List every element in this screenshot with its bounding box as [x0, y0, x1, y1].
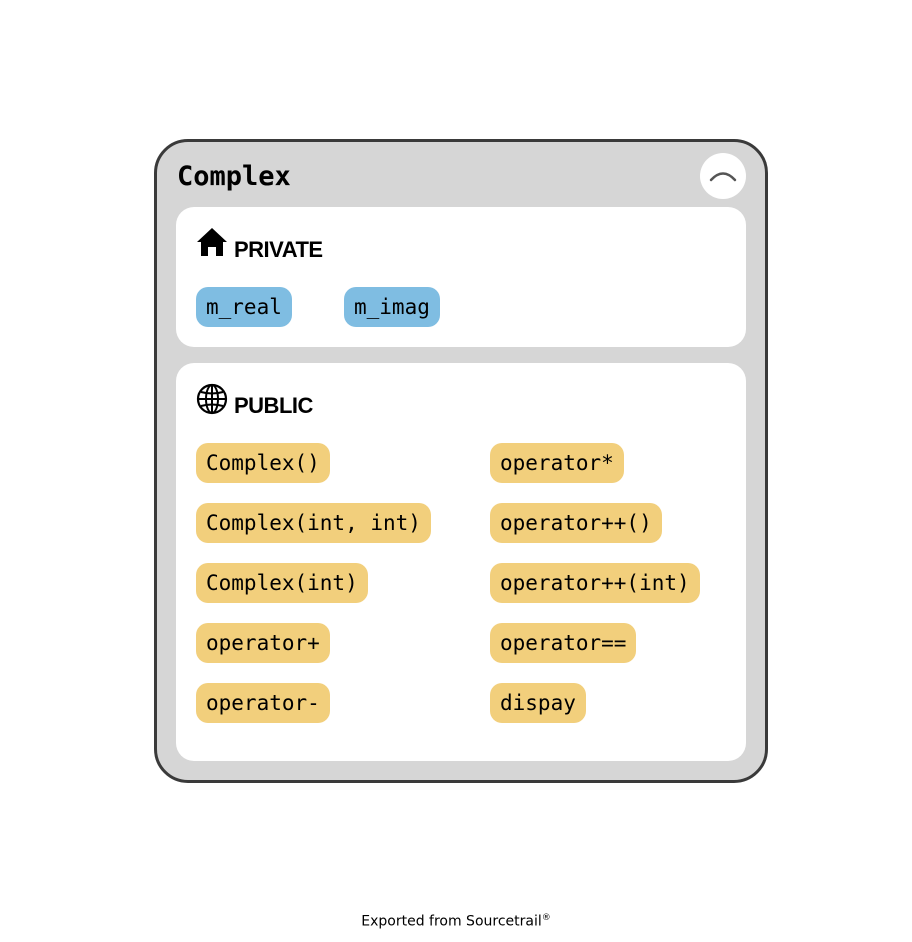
class-node-complex[interactable]: Complex PRIVATE m_real m_imag PUB	[154, 139, 768, 783]
section-label-private: PRIVATE	[234, 237, 323, 262]
method-operator-equals[interactable]: operator==	[490, 623, 637, 663]
field-m-imag[interactable]: m_imag	[344, 287, 440, 327]
method-operator-plus[interactable]: operator+	[196, 623, 330, 663]
method-operator-postfix-increment[interactable]: operator++(int)	[490, 563, 700, 603]
chevron-up-icon	[709, 172, 737, 182]
section-private: PRIVATE m_real m_imag	[176, 207, 746, 347]
method-dispay[interactable]: dispay	[490, 683, 586, 723]
method-operator-minus[interactable]: operator-	[196, 683, 330, 723]
method-complex-int[interactable]: Complex(int)	[196, 563, 368, 603]
section-label-public: PUBLIC	[234, 393, 313, 418]
footer-text: Exported from Sourcetrail	[361, 913, 542, 930]
method-operator-multiply[interactable]: operator*	[490, 443, 624, 483]
section-public: PUBLIC Complex() Complex(int, int) Compl…	[176, 363, 746, 761]
class-name: Complex	[177, 161, 291, 192]
collapse-button[interactable]	[700, 153, 746, 199]
method-complex-default[interactable]: Complex()	[196, 443, 330, 483]
method-operator-prefix-increment[interactable]: operator++()	[490, 503, 662, 543]
field-m-real[interactable]: m_real	[196, 287, 292, 327]
export-footer: Exported from Sourcetrail®	[0, 913, 912, 930]
registered-mark: ®	[541, 913, 551, 923]
globe-icon	[196, 383, 228, 415]
method-complex-int-int[interactable]: Complex(int, int)	[196, 503, 431, 543]
house-icon	[197, 228, 227, 256]
